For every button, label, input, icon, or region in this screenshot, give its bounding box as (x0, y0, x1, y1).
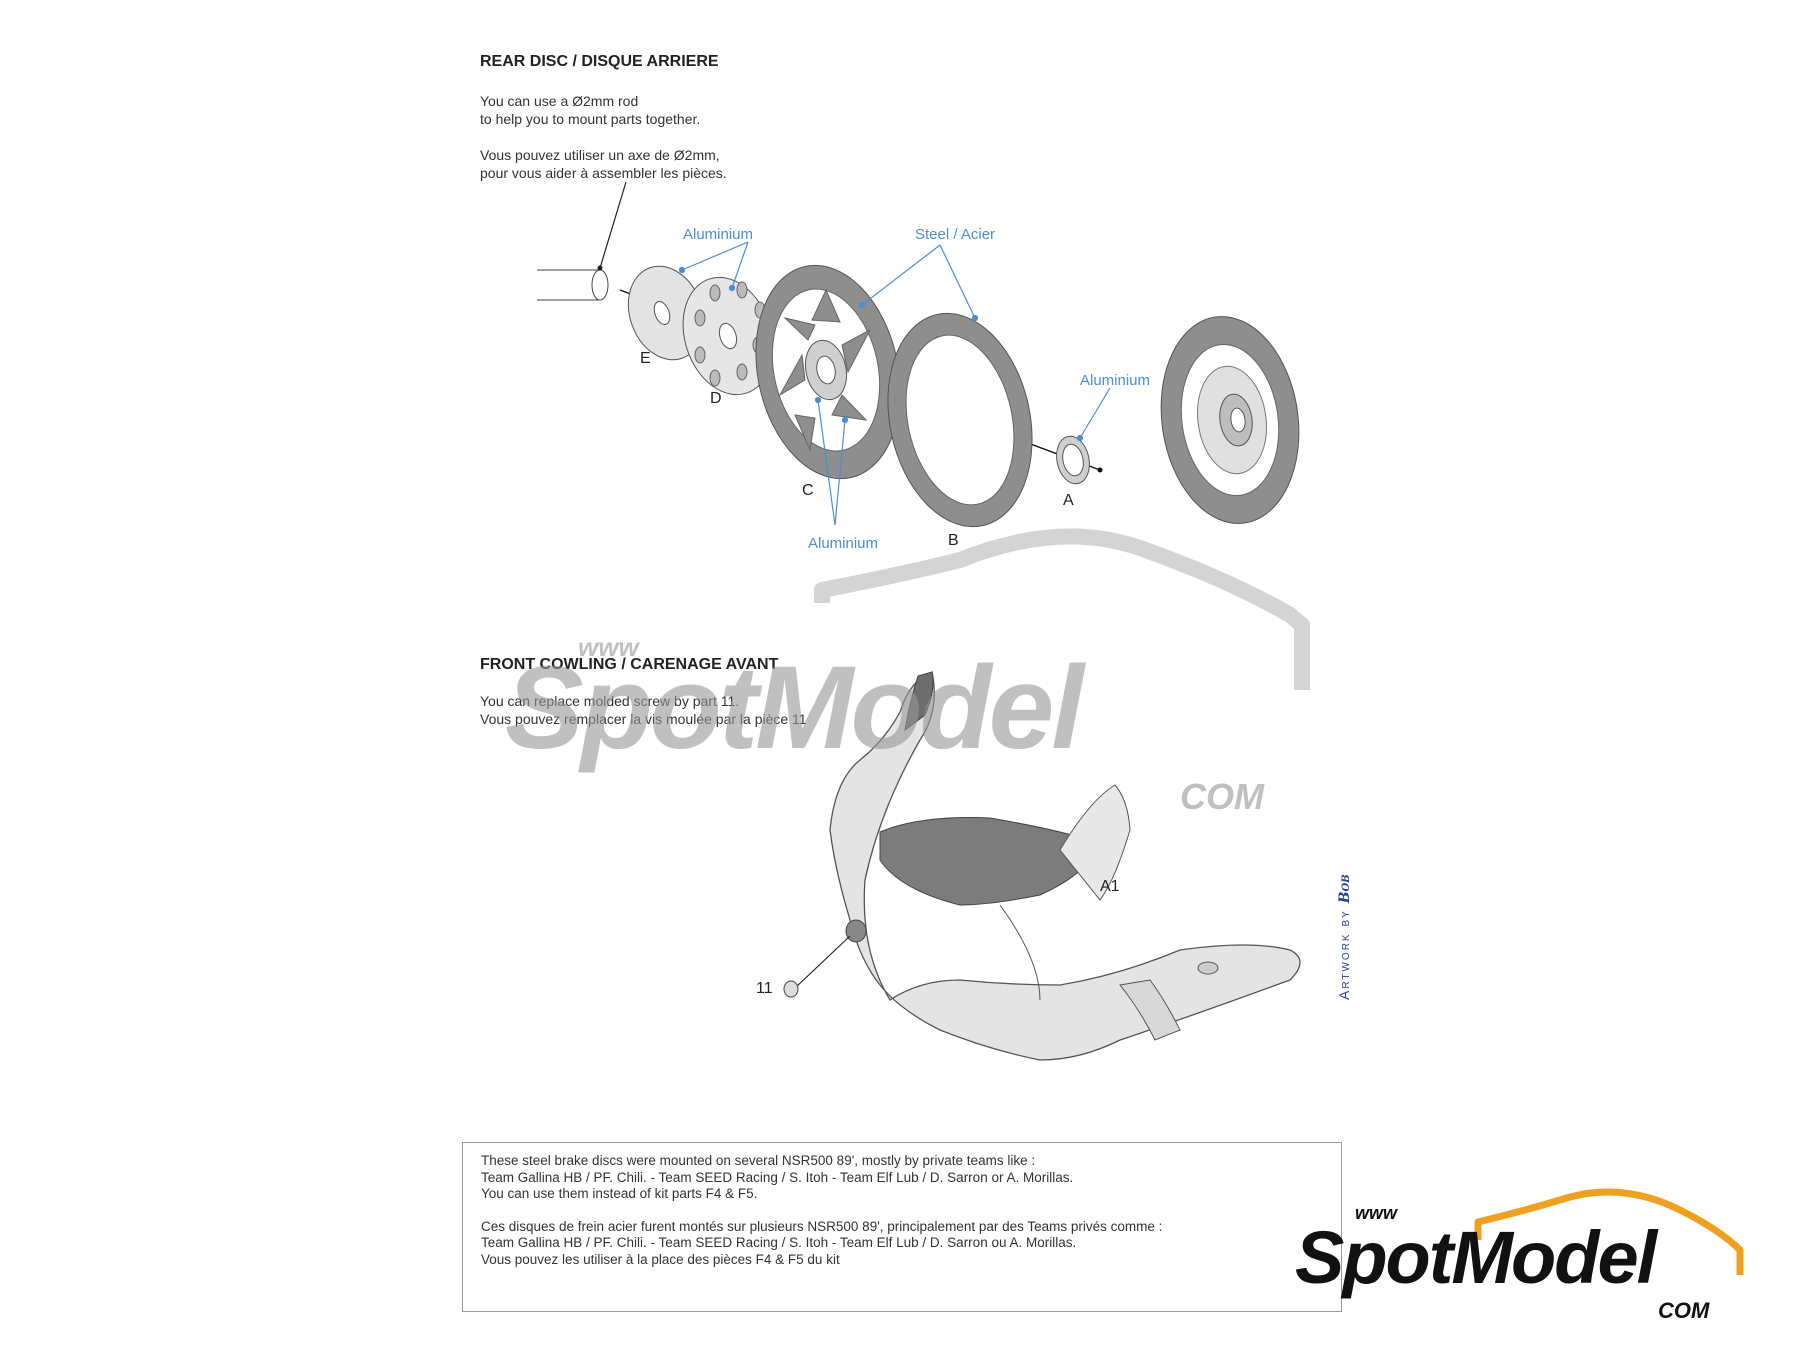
label-aluminium-right: Aluminium (1080, 372, 1151, 389)
watermark-brand: SpotModel (505, 642, 1084, 774)
watermark-www: www (578, 632, 639, 662)
logo-www: www (1355, 1203, 1398, 1223)
watermark-car-outline (814, 528, 1310, 690)
assembled-disc (1160, 316, 1300, 524)
artwork-credit: Artwork by Bob (1336, 874, 1353, 1000)
front-cowling-title: FRONT COWLING / CARENAGE AVANT (480, 656, 779, 673)
info-line: Team Gallina HB / PF. Chili. - Team SEED… (481, 1169, 1074, 1185)
part-label-a1: A1 (1100, 878, 1120, 895)
info-line: These steel brake discs were mounted on … (481, 1153, 1036, 1168)
label-aluminium-top: Aluminium (683, 226, 754, 243)
note-line: Vous pouvez utiliser un axe de Ø2mm, (480, 147, 720, 163)
logo-car-arc (1474, 1188, 1744, 1275)
info-line: Ces disques de frein acier furent montés… (481, 1218, 1163, 1234)
front-cowling-note: You can replace molded screw by part 11.… (480, 692, 807, 728)
part-b-steel-ring (887, 312, 1033, 528)
rear-disc-note-en: You can use a Ø2mm rod to help you to mo… (480, 92, 700, 128)
part-c-disc (755, 264, 901, 480)
part-d-carrier (682, 276, 774, 396)
note-line: You can use a Ø2mm rod (480, 93, 639, 109)
label-aluminium-bottom: Aluminium (808, 535, 879, 552)
rear-disc-note-fr: Vous pouvez utiliser un axe de Ø2mm, pou… (480, 146, 727, 182)
info-line: Team Gallina HB / PF. Chili. - Team SEED… (481, 1235, 1077, 1250)
rear-disc-title: REAR DISC / DISQUE ARRIERE (480, 53, 719, 70)
part-a-ring (1056, 435, 1090, 485)
note-line: You can replace molded screw by part 11. (480, 693, 740, 709)
credit-signature: Bob (1337, 874, 1353, 904)
part-label-c: C (802, 482, 814, 499)
part-label-11: 11 (756, 980, 773, 997)
credit-text: Artwork by (1336, 909, 1352, 1000)
part-label-a: A (1063, 492, 1074, 509)
watermark-com: COM (1180, 776, 1264, 817)
part-label-e: E (640, 350, 651, 367)
label-steel: Steel / Acier (915, 226, 996, 243)
info-box: These steel brake discs were mounted on … (462, 1142, 1342, 1312)
info-line: Vous pouvez les utiliser à la place des … (481, 1251, 840, 1267)
front-cowling (783, 671, 1301, 1061)
note-line: to help you to mount parts together. (480, 111, 701, 127)
logo-com: COM (1658, 1298, 1710, 1323)
rod (537, 269, 609, 301)
note-line: pour vous aider à assembler les pièces. (480, 165, 727, 181)
annotation-leaders (678, 241, 1111, 526)
part-label-b: B (948, 532, 959, 549)
logo-brand: SpotModel (1295, 1216, 1657, 1299)
rod-pointer (599, 181, 627, 269)
info-line: You can use them instead of kit parts F4… (481, 1186, 758, 1201)
note-line: Vous pouvez remplacer la vis moulée par … (480, 711, 807, 727)
part-label-d: D (710, 390, 722, 407)
